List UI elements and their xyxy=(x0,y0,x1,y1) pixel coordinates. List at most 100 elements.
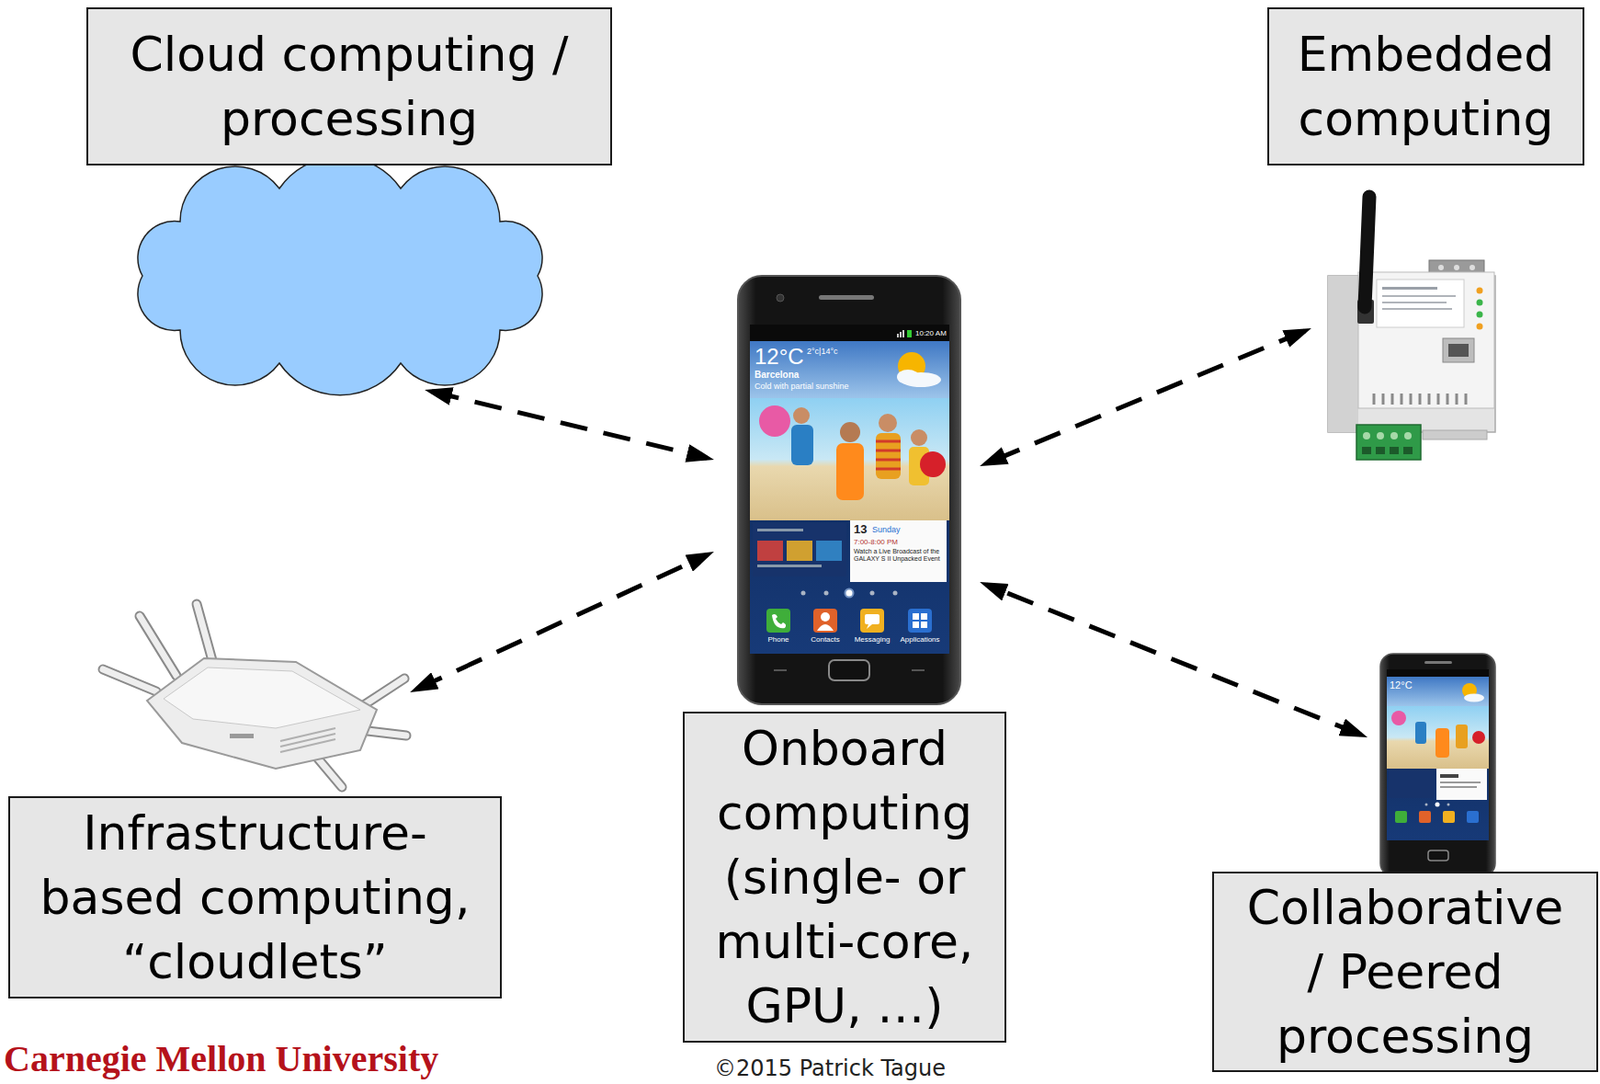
illustration-part xyxy=(801,590,806,596)
computing-option-box: Cloud computing / processing xyxy=(86,7,613,166)
illustration-part xyxy=(1382,301,1447,304)
node-label: Onboard computing (single- or multi-core… xyxy=(692,715,998,1038)
illustration-part xyxy=(1386,669,1489,677)
illustration-part xyxy=(845,589,854,598)
illustration-part xyxy=(899,331,902,338)
illustration-part xyxy=(737,275,961,704)
illustration-part xyxy=(757,564,822,568)
illustration-part xyxy=(749,324,950,341)
illustration-part xyxy=(229,733,254,738)
illustration-part xyxy=(919,451,946,477)
dashed-link-arrow xyxy=(416,554,707,689)
illustration-part xyxy=(1375,446,1385,454)
illustration-part xyxy=(902,329,905,338)
illustration-part xyxy=(1455,724,1468,749)
router-illustration xyxy=(91,588,414,795)
illustration-part xyxy=(1453,264,1460,271)
illustration-part xyxy=(1428,850,1449,861)
illustration-part xyxy=(752,522,847,577)
illustration-part xyxy=(1466,810,1479,823)
illustration-part xyxy=(836,442,864,500)
illustration-part xyxy=(850,520,947,582)
illustration-part xyxy=(1373,393,1466,405)
illustration-part xyxy=(139,615,177,676)
cloud-illustration xyxy=(114,147,566,409)
illustration-part xyxy=(1395,810,1408,823)
illustration-part xyxy=(839,421,861,443)
city-name: Barcelona xyxy=(754,369,799,381)
illustration-part xyxy=(1403,446,1413,454)
illustration-part xyxy=(893,590,898,596)
illustration-part xyxy=(1382,286,1438,290)
illustration-part xyxy=(1448,343,1469,357)
illustration-part xyxy=(757,528,804,532)
illustration-part xyxy=(102,669,157,692)
illustration-part xyxy=(1447,803,1451,806)
illustration-part xyxy=(1404,431,1412,440)
dashed-link-arrow xyxy=(987,584,1362,735)
app-label: Messaging xyxy=(844,635,900,645)
illustration-part xyxy=(771,613,786,628)
illustration-part xyxy=(920,621,928,628)
computing-option-box: Embedded computing xyxy=(1267,7,1585,166)
illustration-part xyxy=(102,603,407,787)
illustration-part xyxy=(1376,279,1464,328)
embedded-device-illustration xyxy=(1321,186,1500,465)
illustration-part xyxy=(1382,307,1453,310)
illustration-part xyxy=(907,329,912,338)
illustration-part xyxy=(1388,770,1434,798)
illustration-part xyxy=(280,727,336,752)
illustration-part xyxy=(878,413,897,432)
node-label: Embedded computing xyxy=(1276,22,1576,151)
illustration-part xyxy=(163,667,361,728)
illustration-part xyxy=(1380,653,1496,876)
illustration-part xyxy=(1425,803,1429,806)
illustration-part xyxy=(1442,810,1455,823)
illustration-part xyxy=(1435,802,1441,807)
app-label: Applications xyxy=(892,635,948,645)
illustration-part xyxy=(818,295,874,300)
event-time: 7:00-8:00 PM xyxy=(853,537,898,547)
illustration-part xyxy=(749,340,950,398)
illustration-part xyxy=(367,730,407,736)
illustration-part xyxy=(1389,446,1399,454)
illustration-part xyxy=(102,669,157,692)
illustration-part xyxy=(757,540,783,561)
illustration-part xyxy=(1476,287,1484,295)
illustration-part xyxy=(1472,730,1486,744)
illustration-part xyxy=(773,669,925,671)
illustration-part xyxy=(1415,721,1427,744)
illustration-part xyxy=(1438,264,1444,271)
illustration-part xyxy=(1358,272,1495,409)
illustration-part xyxy=(1440,785,1477,788)
illustration-part xyxy=(860,608,885,633)
illustration-part xyxy=(791,424,814,466)
illustration-part xyxy=(813,608,838,633)
illustration-part xyxy=(1386,676,1489,706)
illustration-part xyxy=(1469,264,1476,271)
illustration-part xyxy=(870,590,875,596)
illustration-part xyxy=(1476,323,1484,330)
illustration-part xyxy=(896,369,920,385)
temperature: 12°C xyxy=(754,343,805,371)
app-label: Contacts xyxy=(797,635,853,645)
illustration-part xyxy=(875,432,901,479)
dashed-link-arrow xyxy=(986,330,1305,464)
illustration-part xyxy=(912,621,920,628)
illustration-part xyxy=(824,590,829,596)
illustration-part xyxy=(793,407,810,424)
illustration-part xyxy=(820,612,830,622)
illustration-part xyxy=(816,540,842,561)
event-text: Watch a Live Broadcast of the GALAXY S I… xyxy=(853,547,944,564)
illustration-part xyxy=(147,658,377,769)
illustration-part xyxy=(102,603,407,787)
illustration-part xyxy=(1442,338,1475,363)
computing-option-box: Collaborative / Peered processing xyxy=(1212,871,1599,1072)
calendar-day: 13 xyxy=(853,521,867,537)
illustration-part xyxy=(1424,660,1453,664)
node-label: Collaborative / Peered processing xyxy=(1241,874,1569,1068)
dashed-link-arrow xyxy=(431,391,707,458)
status-time: 10:20 AM xyxy=(915,329,947,339)
illustration-part xyxy=(1382,295,1456,297)
